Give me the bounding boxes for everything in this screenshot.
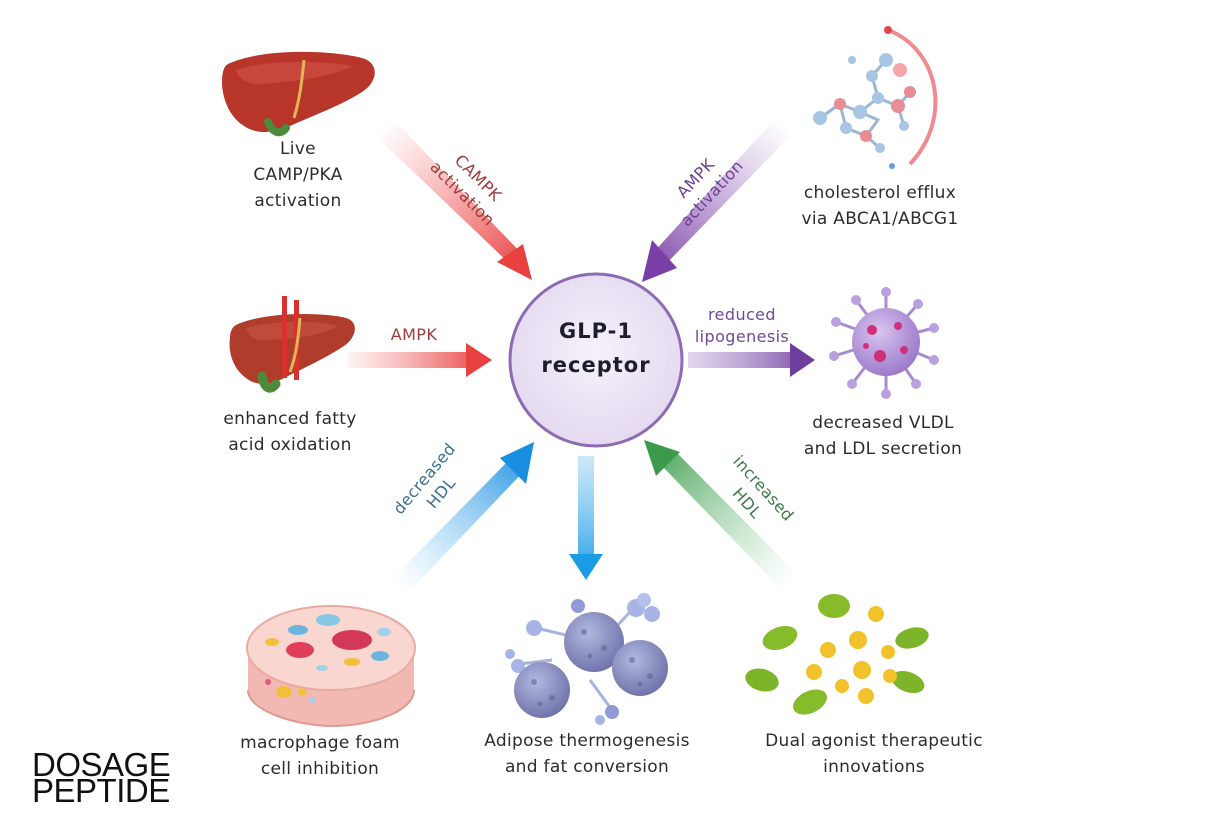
- arrow-bottom-right: [644, 440, 798, 590]
- center-line-2: receptor: [541, 353, 651, 377]
- liver-icon: [229, 296, 355, 393]
- brand-logo: DOSAGE PEPTIDE: [32, 746, 171, 809]
- node-label-bottom-left: macrophage foam cell inhibition: [240, 733, 400, 779]
- lipoprotein-particle-icon: [829, 287, 939, 399]
- arrow-label-mid-left: AMPK: [390, 325, 438, 344]
- arrow-bottom-left: [393, 442, 534, 592]
- glp1-receptor-circle: [508, 272, 684, 448]
- arrow-mid-left: [348, 343, 492, 377]
- adipose-cells-icon: [505, 593, 668, 725]
- node-label-mid-right: decreased VLDL and LDL secretion: [803, 413, 963, 459]
- node-label-mid-left: enhanced fatty acid oxidation: [223, 409, 357, 455]
- center-line-1: GLP-1: [559, 319, 633, 343]
- arrow-label-mid-right: reduced lipogenesis: [694, 305, 790, 346]
- node-label-top-left: Live CAMP/PKA activation: [253, 139, 343, 211]
- node-label-top-right: cholesterol efflux via ABCA1/ABCG1: [801, 183, 959, 229]
- arrow-bottom-center: [569, 456, 603, 580]
- arrow-top-left: [378, 120, 532, 280]
- glp1-receptor-label: GLP-1 receptor: [506, 314, 686, 382]
- cholesterol-molecule-icon: [813, 26, 938, 169]
- liver-icon: [222, 51, 375, 137]
- arrow-top-right: [642, 118, 792, 282]
- capsules-icon: [745, 594, 929, 715]
- node-label-bottom-center: Adipose thermogenesis and fat conversion: [484, 731, 690, 777]
- node-label-bottom-right: Dual agonist therapeutic innovations: [765, 731, 983, 777]
- foam-cell-icon: [246, 605, 416, 728]
- arrow-mid-right: [688, 343, 815, 377]
